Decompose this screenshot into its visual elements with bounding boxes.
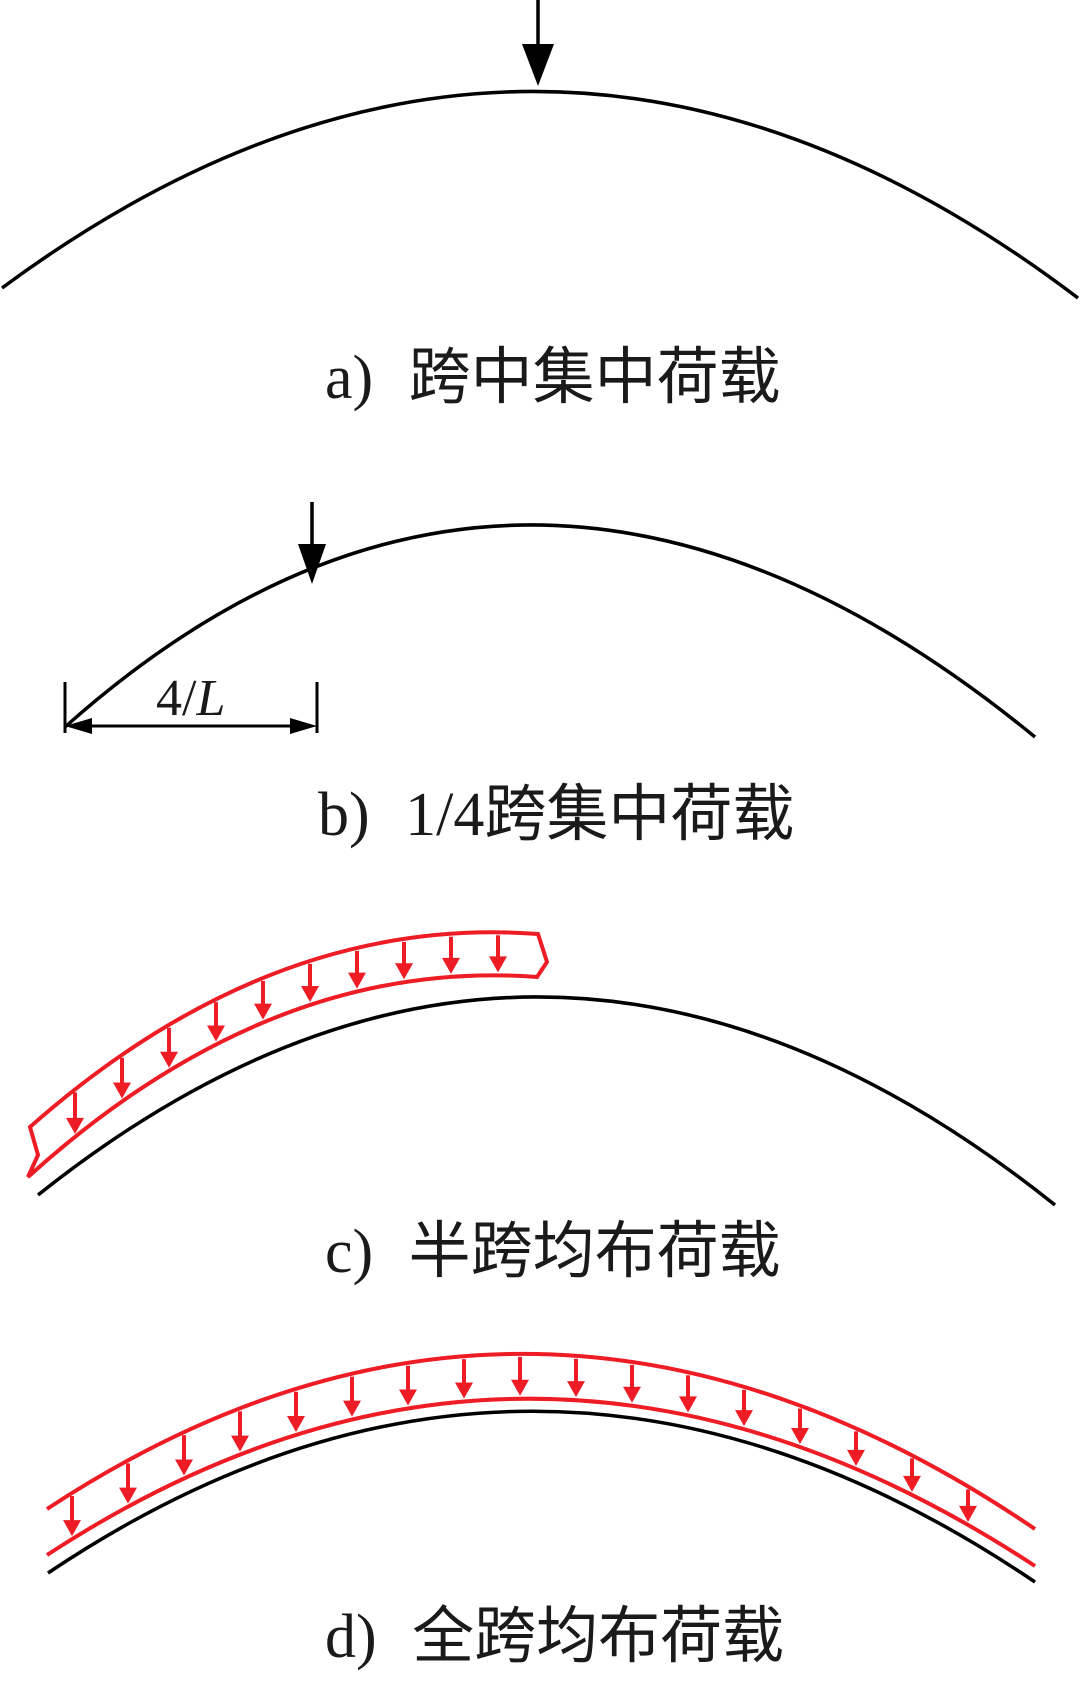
full-span-distributed-load	[45, 1351, 1037, 1568]
half-span-load-arrow	[66, 1092, 84, 1134]
half-span-load-arrow	[442, 936, 460, 974]
point-load-arrow-b	[298, 502, 326, 584]
full-span-load-arrow	[679, 1375, 697, 1413]
full-span-load-arrow	[455, 1359, 473, 1399]
caption-a: 跨中集中荷载	[409, 344, 781, 412]
panel-b: 4/L b) 1/4跨集中荷载	[63, 502, 1037, 849]
load-envelope-top-d	[45, 1351, 1037, 1531]
caption-c: 半跨均布荷载	[409, 1218, 781, 1286]
dimension-label-var: L	[195, 670, 225, 727]
arch-c	[36, 995, 1057, 1207]
svg-text:d) 全跨均布荷载: d) 全跨均布荷载	[325, 1603, 784, 1671]
svg-text:c) 半跨均布荷载: c) 半跨均布荷载	[325, 1218, 781, 1286]
panel-d: d) 全跨均布荷载	[45, 1351, 1037, 1671]
full-span-load-arrow	[119, 1463, 137, 1504]
panel-label-a: a)	[325, 344, 373, 412]
panel-label-d: d)	[325, 1603, 377, 1671]
load-envelope-bottom-d	[45, 1396, 1037, 1568]
arch-a	[0, 89, 1080, 300]
full-span-load-arrow	[623, 1364, 641, 1403]
half-span-load-arrow	[160, 1027, 178, 1068]
panel-c: c) 半跨均布荷载	[26, 930, 1057, 1286]
full-span-load-arrow	[511, 1356, 529, 1396]
full-span-load-arrow	[287, 1391, 305, 1432]
full-span-load-arrow	[399, 1365, 417, 1406]
svg-text:b) 1/4跨集中荷载: b) 1/4跨集中荷载	[318, 781, 794, 849]
point-load-arrow-a	[522, 0, 554, 86]
arch-b	[63, 523, 1037, 739]
panel-a: a) 跨中集中荷载	[0, 0, 1080, 412]
dimension-line	[63, 682, 319, 734]
half-span-load-arrow	[113, 1057, 131, 1099]
full-span-load-arrow	[791, 1408, 809, 1444]
dimension-label: 4/L	[156, 670, 225, 727]
half-span-load-arrow	[207, 1002, 225, 1042]
half-span-load-arrow	[395, 941, 413, 980]
full-span-load-arrow	[735, 1389, 753, 1427]
half-span-load-arrow	[301, 963, 319, 1002]
half-span-load-arrow	[489, 935, 507, 973]
caption-b: 1/4跨集中荷载	[405, 781, 794, 849]
full-span-load-arrow	[959, 1489, 977, 1522]
half-span-distributed-load	[26, 930, 550, 1179]
full-span-load-arrow	[847, 1431, 865, 1466]
panel-label-b: b)	[318, 781, 370, 849]
full-span-load-arrow	[567, 1358, 585, 1398]
panel-label-c: c)	[325, 1218, 373, 1286]
dimension-label-num: 4/	[156, 670, 197, 727]
caption-d: 全跨均布荷载	[412, 1603, 784, 1671]
arch-d	[47, 1409, 1036, 1584]
full-span-load-arrow	[903, 1458, 921, 1492]
svg-text:a) 跨中集中荷载: a) 跨中集中荷载	[325, 344, 781, 412]
half-span-load-arrow	[348, 950, 366, 989]
full-span-load-arrow	[343, 1376, 361, 1417]
load-envelope-c	[26, 930, 550, 1179]
full-span-load-arrow	[63, 1496, 81, 1537]
full-span-load-arrow	[231, 1411, 249, 1452]
full-span-load-arrow	[175, 1435, 193, 1476]
half-span-load-arrow	[254, 980, 272, 1020]
